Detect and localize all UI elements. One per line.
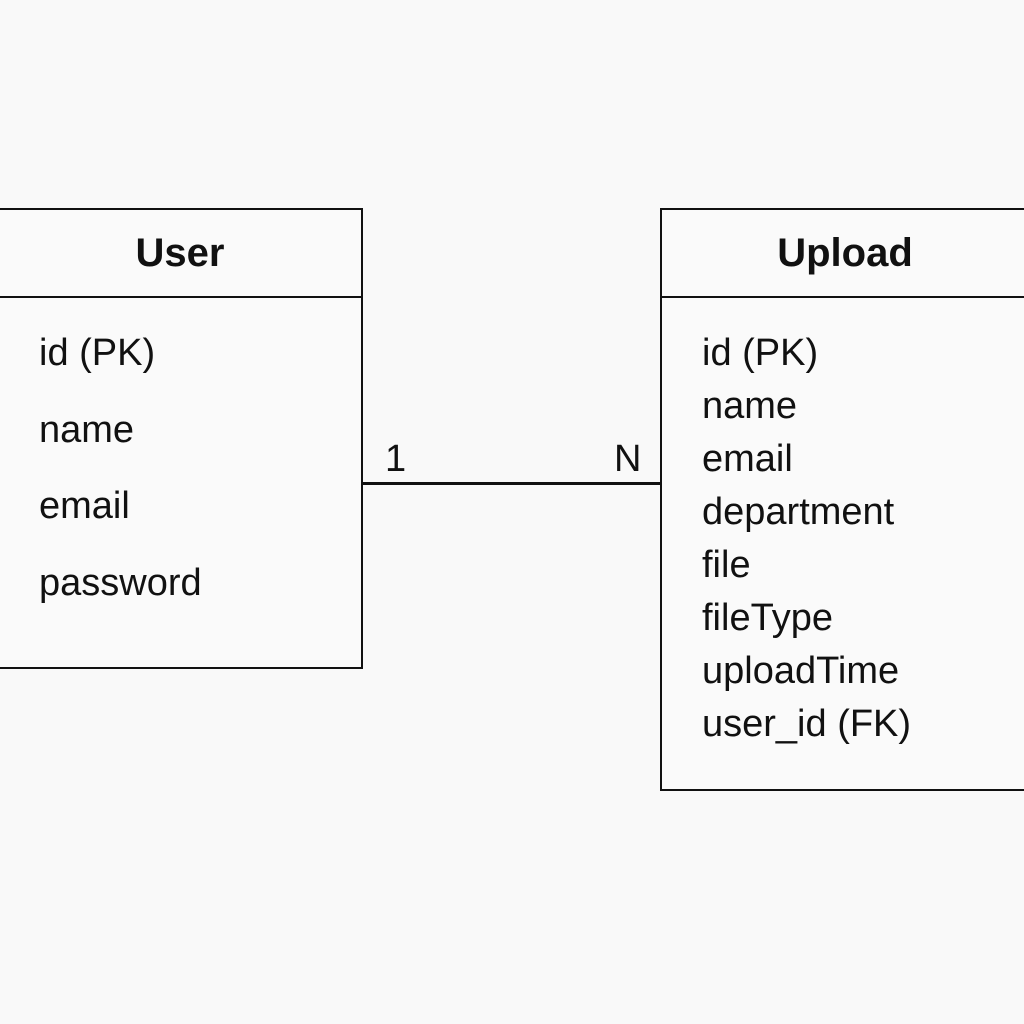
user-entity-title: User [0, 210, 361, 298]
upload-entity-title: Upload [662, 210, 1024, 298]
upload-attribute-department: department [702, 491, 895, 533]
user-attribute-id: id (PK) [39, 332, 156, 374]
upload-attribute-filetype: fileType [702, 597, 833, 639]
cardinality-one-label: 1 [385, 438, 407, 480]
upload-entity: Upload id (PK) name email department fil… [660, 208, 1024, 791]
user-attribute-name: name [39, 409, 135, 451]
user-entity: User id (PK) name email password [0, 208, 363, 669]
upload-attribute-email: email [702, 438, 793, 480]
user-attribute-email: email [39, 485, 130, 527]
user-attribute-password: password [39, 562, 202, 604]
upload-attribute-name: name [702, 385, 798, 427]
upload-attribute-user-id: user_id (FK) [702, 703, 912, 745]
cardinality-many-label: N [614, 438, 642, 480]
upload-attribute-uploadtime: uploadTime [702, 650, 900, 692]
upload-attribute-id: id (PK) [702, 332, 819, 374]
upload-attribute-file: file [702, 544, 751, 586]
relationship-line [362, 482, 662, 485]
